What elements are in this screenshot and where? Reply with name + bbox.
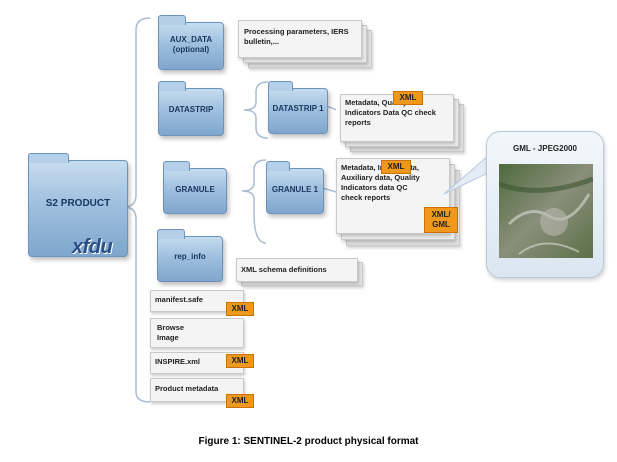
xml-badge: XML [226, 394, 254, 408]
aux-data-label: AUX_DATA (optional) [169, 35, 213, 54]
s2-product-folder[interactable]: S2 PRODUCT [28, 153, 128, 257]
browse-image-label: Browse Image [157, 323, 185, 342]
manifest-doc[interactable]: manifest.safe [150, 290, 244, 312]
xml-gml-badge: XML/ GML [424, 207, 458, 233]
datastrip1-folder[interactable]: DATASTRIP 1 [268, 81, 328, 134]
granule-desc: Metadata, Image data, Auxiliary data, Qu… [341, 163, 420, 202]
granule1-label: GRANULE 1 [271, 185, 319, 194]
aux-data-doc[interactable]: Processing parameters, IERS bulletin,... [238, 20, 362, 58]
granule-folder[interactable]: GRANULE [163, 161, 227, 214]
datastrip1-label: DATASTRIP 1 [272, 104, 324, 113]
browse-image-doc[interactable]: Browse Image [150, 318, 244, 348]
satellite-image [499, 164, 593, 258]
granule1-folder[interactable]: GRANULE 1 [266, 161, 324, 214]
s2-product-label: S2 PRODUCT [45, 198, 111, 209]
inspire-label: INSPIRE.xml [155, 357, 201, 366]
rep-info-doc[interactable]: XML schema definitions [236, 258, 358, 282]
xml-badge: XML [226, 302, 254, 316]
manifest-label: manifest.safe [155, 295, 203, 304]
gml-jpeg2000-callout: GML - JPEG2000 [486, 131, 604, 278]
xml-badge: XML [393, 91, 423, 105]
xml-badge: XML [226, 354, 254, 368]
product-metadata-label: Product metadata [155, 384, 219, 393]
datastrip-desc: Metadata, Quality Indicators Data QC che… [345, 98, 436, 127]
rep-info-desc: XML schema definitions [241, 265, 327, 274]
xml-badge: XML [381, 160, 411, 174]
datastrip-label: DATASTRIP [168, 105, 214, 114]
xfdu-logo: xfdu [72, 236, 113, 258]
granule-label: GRANULE [175, 185, 215, 194]
rep-info-label: rep_info [174, 252, 206, 261]
callout-title: GML - JPEG2000 [513, 144, 577, 153]
datastrip-folder[interactable]: DATASTRIP [158, 81, 224, 136]
granule-doc[interactable]: Metadata, Image data, Auxiliary data, Qu… [336, 158, 450, 234]
aux-data-folder[interactable]: AUX_DATA (optional) [158, 15, 224, 70]
aux-data-desc: Processing parameters, IERS bulletin,... [244, 27, 349, 46]
figure-caption: Figure 1: SENTINEL-2 product physical fo… [198, 436, 419, 447]
rep-info-folder[interactable]: rep_info [157, 229, 223, 282]
inspire-doc[interactable]: INSPIRE.xml [150, 352, 244, 374]
